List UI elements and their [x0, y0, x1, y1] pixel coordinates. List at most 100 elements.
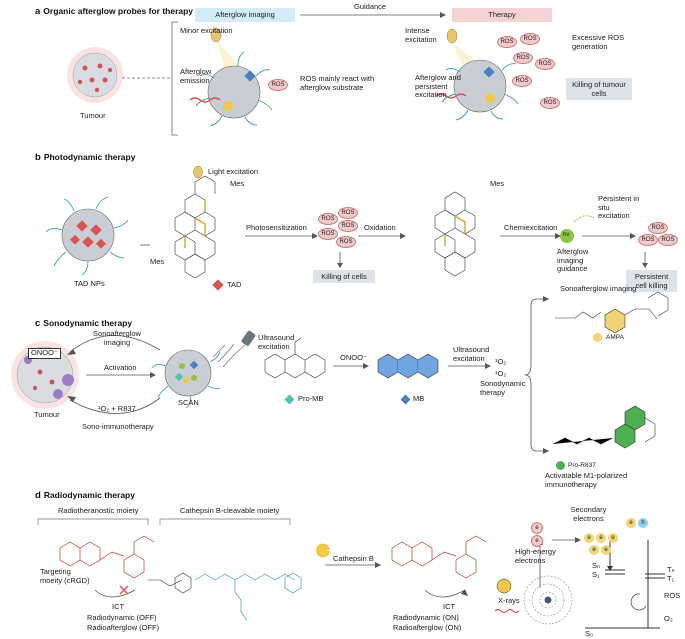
therapy-pill: Therapy [452, 8, 552, 22]
hv-glow [560, 229, 574, 243]
tumour-label-c: Tumour [34, 410, 60, 419]
ampa-dot [593, 333, 602, 342]
sn-label: Sₙ [592, 561, 600, 570]
killing-cells-box: Killing of cells [313, 270, 375, 283]
persistent-killing-box: Persistent cell killing [626, 270, 677, 292]
activation-label: Activation [104, 363, 137, 372]
electron-badge: e [601, 545, 611, 555]
killing-tumour-box: Killing of tumour cells [566, 78, 632, 100]
probe-on-molecule [391, 535, 487, 579]
ultrasound-waves [212, 343, 246, 368]
o2-b-label: ¹O₂ [495, 369, 507, 378]
light-excitation-label: Light excitation [208, 167, 259, 176]
tad-np [45, 196, 129, 276]
activatable-label: Activatable M1-polarized immunotherapy [545, 471, 628, 489]
sonodynamic-label: Sonodynamic therapy [480, 379, 526, 397]
pro-mb-molecule [264, 337, 326, 379]
oxidation-label: Oxidation [364, 223, 396, 232]
scan-np [151, 349, 221, 409]
sonoafterglow-imaging-right-label: Sonoafterglow imaging [560, 284, 637, 293]
ultrasound-excitation-2-label: Ultrasound excitation [453, 345, 490, 363]
ros-badge: ROS [535, 58, 555, 70]
ros-badge: ROS [318, 213, 338, 225]
targeting-label: Targeting moeity (cRGD) [40, 567, 90, 585]
off2-label: Radioafterglow (OFF) [87, 623, 160, 632]
afterglow-emission-label: Afterglow emission [180, 67, 212, 85]
on2-label: Radioafterglow (ON) [393, 623, 462, 632]
ros-badge: ROS [520, 33, 540, 45]
ros-badge: ROS [658, 234, 678, 246]
mb-label: MB [413, 394, 425, 403]
onoo-label: ONOO⁻ [340, 353, 367, 362]
tumour-cluster-a [67, 47, 123, 103]
hole-badge: h [638, 518, 648, 528]
tad-molecule [174, 175, 216, 279]
atom-diagram [523, 575, 573, 625]
o2-label-d: O₂ [664, 614, 673, 623]
intense-excitation-label: Intense excitation [405, 26, 437, 44]
ros-badge: ROS [512, 75, 532, 87]
ultrasound-excitation-label: Ultrasound excitation [258, 333, 295, 351]
secondary-electrons-label: Secondary electrons [570, 505, 607, 523]
pro-mb-label: Pro-MB [298, 394, 324, 403]
ros-badge: ROS [338, 220, 358, 232]
ampa-label: AMPA [606, 334, 624, 341]
ict-right-label: ICT [443, 602, 456, 611]
ros-badge: ROS [540, 97, 560, 109]
on1-label: Radiodynamic (ON) [393, 613, 459, 622]
ros-label-d: ROS [664, 591, 681, 600]
onoo-box: ONOO⁻ [28, 348, 61, 359]
ros-badge: ROS [318, 228, 338, 240]
pro-r837-label: Pro-R837 [568, 462, 596, 469]
ros-badge: ROS [513, 52, 533, 64]
afterglow-guidance-label: Afterglow imaging guidance [557, 247, 589, 274]
photosensitization-label: Photosensitization [246, 223, 307, 232]
ampa-molecule [555, 291, 669, 334]
guidance-label: Guidance [354, 2, 387, 11]
cathepsin-cleavable-label: Cathepsin B-cleavable moiety [180, 506, 280, 515]
np-therapy [435, 28, 519, 121]
r837-molecule [552, 405, 656, 449]
np-imaging [189, 27, 273, 127]
tad-label: TAD [227, 280, 242, 289]
cleavable-peptide [194, 572, 302, 621]
t1-label: T₁ [667, 574, 675, 583]
probe-off-molecule [59, 535, 155, 579]
mes-label: Mes [150, 257, 165, 266]
pro-r837-dot [556, 461, 565, 470]
off1-label: Radiodynamic (OFF) [87, 613, 157, 622]
mb-molecule [377, 353, 439, 379]
minor-excitation-label: Minor excitation [180, 26, 233, 35]
tn-label: Tₙ [667, 565, 675, 574]
excessive-ros-label: Excessive ROS generation [572, 33, 625, 51]
ros-react-label: ROS mainly react with afterglow substrat… [300, 74, 375, 92]
ros-badge: ROS [638, 234, 658, 246]
ros-badge: ROS [648, 222, 668, 234]
afterglow-imaging-pill: Afterglow imaging [195, 8, 295, 22]
electron-badge: e [584, 533, 594, 543]
electron-badge: e [531, 535, 543, 547]
o2-r837-label: ¹O₂ + R837 [98, 404, 136, 413]
ict-left-label: ICT [112, 602, 125, 611]
ros-badge: ROS [338, 207, 358, 219]
tad-nps-label: TAD NPs [74, 279, 105, 288]
cathepsin-b-label: Cathepsin B [333, 554, 374, 563]
oxidized-molecule [434, 191, 476, 277]
mes-label: Mes [490, 179, 505, 188]
hv-label: hν [563, 232, 570, 238]
energy-diagram [585, 540, 665, 629]
electron-badge: e [589, 545, 599, 555]
mes-label: Mes [230, 179, 245, 188]
s1-label: S₁ [592, 570, 600, 579]
chemiexcitation-label: Chemiexcitation [504, 223, 558, 232]
ros-badge: ROS [336, 236, 356, 248]
electron-badge: e [626, 518, 636, 528]
persistent-insitu-label: Persistent in situ excitation [598, 194, 640, 221]
radiotheranostic-label: Radiotheranostic moiety [58, 506, 139, 515]
high-energy-label: High-energy electrons [515, 547, 556, 565]
